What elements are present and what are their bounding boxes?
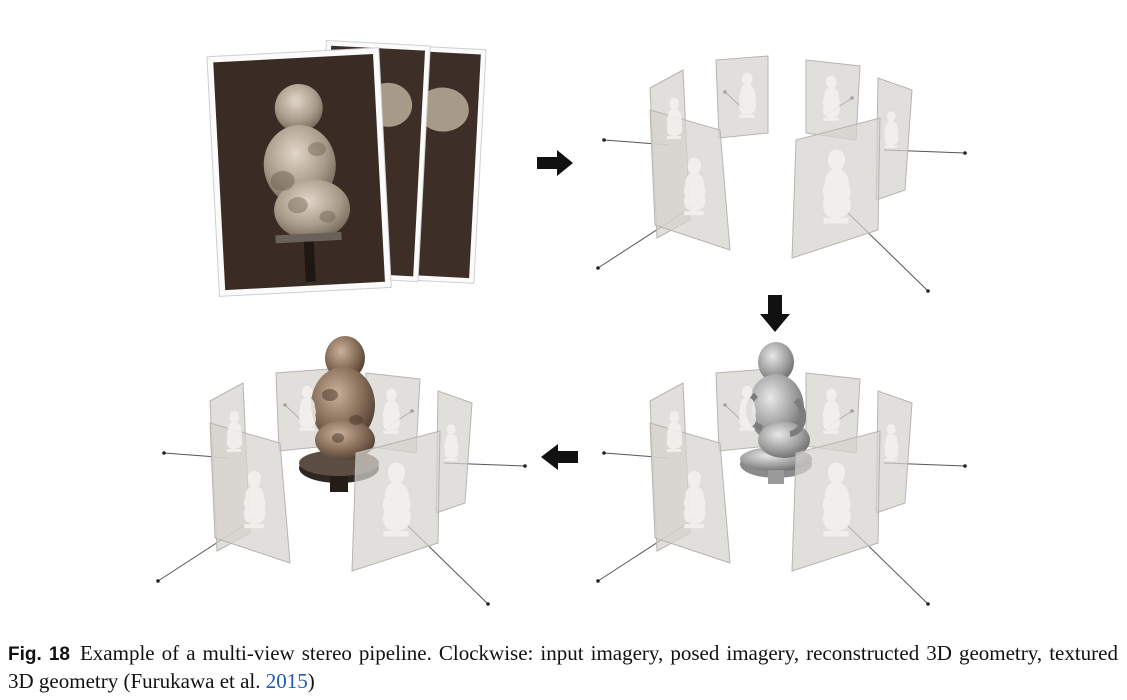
image-planes (649, 55, 913, 259)
caption-text: Example of a multi-view stereo pipeline.… (8, 641, 1118, 693)
gray-model (740, 342, 812, 484)
input-imagery-panel (206, 39, 487, 297)
arrow-right-icon (537, 150, 573, 176)
citation-link[interactable]: 2015 (265, 669, 308, 693)
textured-geometry-panel (156, 336, 527, 606)
figure-label: Fig. 18 (8, 644, 70, 665)
posed-imagery-panel (596, 55, 967, 293)
caption-end: ) (307, 669, 315, 693)
pipeline-figure (156, 39, 967, 606)
photo-front (206, 47, 392, 297)
arrow-left-icon (541, 444, 578, 470)
arrow-down-icon (760, 295, 790, 332)
textured-model (299, 336, 379, 492)
reconstructed-geometry-panel (596, 342, 967, 606)
stone-statue (263, 83, 351, 282)
